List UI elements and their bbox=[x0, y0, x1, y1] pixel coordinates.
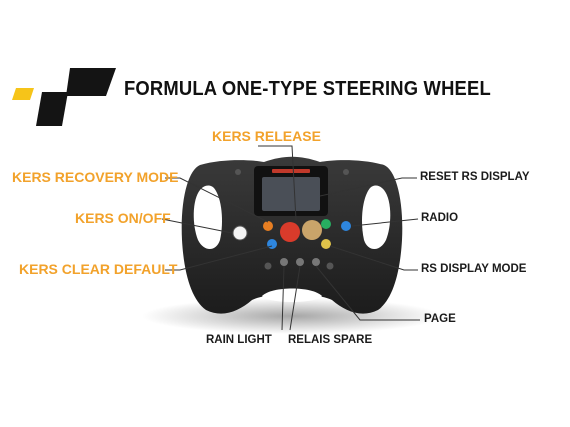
kers-rotary-knob bbox=[280, 222, 300, 242]
small-switch-right bbox=[326, 262, 334, 270]
kers-recovery-button bbox=[263, 221, 273, 231]
small-switch-left bbox=[264, 262, 272, 270]
logo-black-shape-left bbox=[36, 92, 68, 126]
label-kers-on-off: KERS ON/OFF bbox=[75, 210, 171, 226]
rain-light-switch bbox=[280, 258, 288, 266]
logo-black-shape-right bbox=[66, 68, 116, 96]
label-page: PAGE bbox=[424, 313, 456, 325]
kers-mode-button bbox=[267, 239, 277, 249]
label-radio: RADIO bbox=[421, 212, 459, 224]
radio-button-green bbox=[321, 219, 331, 229]
label-rs-display-mode: RS DISPLAY MODE bbox=[421, 263, 527, 275]
page-switch bbox=[312, 258, 320, 266]
label-kers-recovery-mode: KERS RECOVERY MODE bbox=[12, 169, 179, 185]
relais-spare-switch bbox=[296, 258, 304, 266]
left-grip-cutout bbox=[193, 185, 222, 249]
label-relais-spare: RELAIS SPARE bbox=[288, 334, 373, 346]
top-right-screw bbox=[343, 169, 349, 175]
brand-logo bbox=[12, 68, 116, 126]
label-reset-rs-display: RESET RS DISPLAY bbox=[420, 171, 530, 183]
rotary-knob-gold bbox=[302, 220, 322, 240]
page-title: FORMULA ONE-TYPE STEERING WHEEL bbox=[124, 78, 491, 100]
radio-button-blue bbox=[341, 221, 351, 231]
shift-light-bar bbox=[272, 169, 310, 173]
label-rain-light: RAIN LIGHT bbox=[206, 334, 272, 346]
logo-yellow-shape bbox=[12, 88, 34, 100]
top-left-screw bbox=[235, 169, 241, 175]
label-kers-clear-default: KERS CLEAR DEFAULT bbox=[19, 261, 178, 277]
label-kers-release: KERS RELEASE bbox=[212, 128, 321, 144]
rs-display-mode-button bbox=[321, 239, 331, 249]
kers-on-off-button bbox=[232, 225, 248, 241]
wheel-shadow bbox=[142, 298, 442, 334]
rs-display-screen bbox=[262, 177, 320, 211]
right-grip-cutout bbox=[362, 185, 391, 249]
